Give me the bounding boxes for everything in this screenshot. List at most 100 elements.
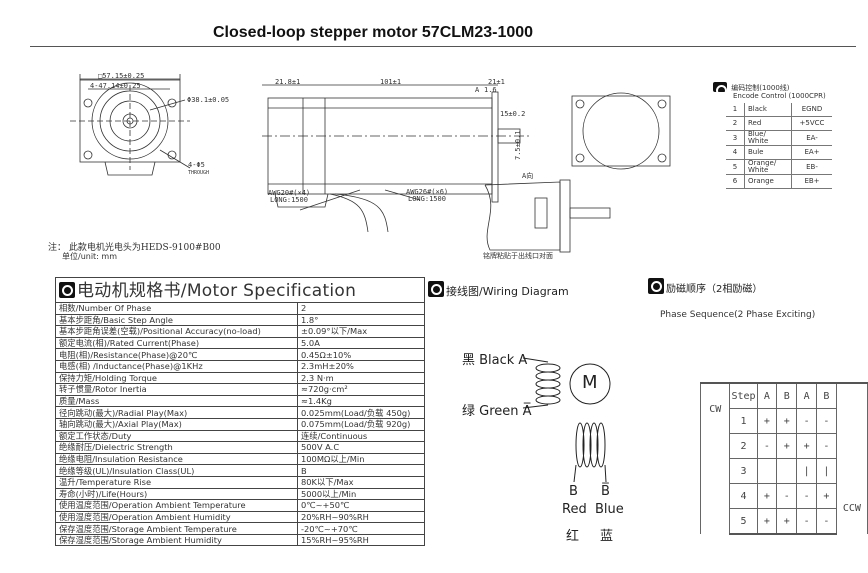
phase-cell: +	[756, 508, 778, 535]
phase-cell: +	[816, 483, 837, 509]
section-icon	[428, 281, 444, 297]
wiring-title: 接线图/Wiring Diagram	[446, 285, 569, 298]
wire-b-bar-label: B̅	[601, 484, 610, 499]
spec-param: 使用湿度范围/Operation Ambient Humidity	[55, 510, 298, 524]
phase-cell: +	[776, 433, 798, 459]
phase-row: 4+--+	[701, 483, 868, 509]
section-icon	[59, 282, 75, 298]
encoder-signal: EA+	[791, 145, 832, 160]
spec-title-cell: 电动机规格书/Motor Specification	[55, 277, 425, 303]
phase-cell: -	[796, 408, 818, 434]
wiring-heading: 接线图/Wiring Diagram	[428, 281, 569, 299]
note-text: 注： 此款电机光电头为HEDS-9100#B00	[48, 243, 221, 253]
phase-cell: +	[796, 433, 818, 459]
wire-b-color: Red	[562, 502, 587, 517]
dim-pilot: Φ38.1±0.05	[187, 96, 229, 104]
spec-row: 保存温度范围/Storage Ambient Temperature-20℃~+…	[55, 522, 425, 535]
dim-view-a: A	[475, 86, 480, 94]
dim-flange-thk: 1.6	[484, 86, 497, 94]
phase-subtitle: Phase Sequence(2 Phase Exciting)	[660, 310, 816, 320]
dim-shaft-len: 21±1	[488, 78, 505, 86]
motor-symbol	[569, 363, 611, 405]
unit-text: 单位/unit: mm	[62, 252, 118, 261]
dim-awg20: AWG20#(×4)	[268, 189, 310, 197]
view-a-label: A向	[522, 171, 533, 180]
dim-awg26: AWG26#(×6)	[406, 188, 448, 196]
phase-header-cell: A	[796, 382, 818, 409]
wire-a-bar-label: 绿 Green A̅	[462, 404, 532, 419]
encoder-signal: EB-	[791, 159, 832, 175]
phase-header-cell: Step	[729, 382, 758, 409]
phase-cell: 5	[729, 508, 758, 535]
phase-cell: -	[756, 433, 778, 459]
end-view	[571, 92, 671, 170]
spec-param: 保存湿度范围/Storage Ambient Humidity	[55, 533, 298, 547]
encoder-title-cn: 编码控制(1000线)	[731, 84, 790, 92]
phase-row: 3 ||	[701, 458, 868, 484]
mechanical-drawing: □57.15±0.25 4-47.14±0.25 Φ38.1±0.05 4-Φ5…	[70, 72, 671, 260]
partial-view-a	[484, 179, 611, 253]
phase-cell: -	[816, 408, 837, 434]
spec-value: -20℃~+70℃	[297, 522, 425, 535]
encoder-signal: +5VCC	[791, 116, 832, 131]
phase-cell: 3	[729, 458, 758, 484]
phase-row: 1++--	[701, 408, 868, 434]
dim-flat: 7.5±0.1	[514, 130, 522, 160]
phase-cell: +	[756, 408, 778, 434]
phase-cell	[756, 458, 778, 484]
phase-cell: +	[776, 508, 798, 535]
phase-row: 5++--	[701, 508, 868, 535]
phase-header-cell: B	[776, 382, 798, 409]
dim-holes: 4-47.14±0.25	[90, 82, 141, 90]
front-view	[70, 74, 191, 176]
phase-cell: -	[776, 483, 798, 509]
dim-key: 15±0.2	[500, 110, 525, 118]
side-view	[262, 84, 530, 233]
phase-header-cell: B	[816, 382, 837, 409]
phase-heading: 励磁顺序（2相励磁）	[648, 278, 762, 295]
spec-row: 径向跳动(最大)/Radial Play(Max)0.025mm(Load/负载…	[55, 406, 425, 419]
phase-cell: |	[796, 458, 818, 484]
spec-value: 15%RH~95%RH	[297, 533, 425, 547]
encoder-wire-color: Bule	[744, 145, 792, 160]
encoder-pin: 6	[726, 174, 745, 189]
encoder-wire-color: Orange/ White	[744, 159, 792, 175]
wire-b-bar-color: Blue	[595, 502, 624, 517]
phase-cell: -	[796, 483, 818, 509]
spec-value: 20%RH~90%RH	[297, 510, 425, 524]
phase-cell: |	[816, 458, 837, 484]
title-divider	[30, 46, 856, 47]
phase-row: 2-++-	[701, 433, 868, 459]
spec-row: 绝缘等级(UL)/Insulation Class(UL)B	[55, 464, 425, 477]
coil-a	[535, 363, 561, 405]
spec-row: 转子惯量/Rotor Inertia≈720g·cm²	[55, 383, 425, 396]
encoder-wire-color: Orange	[744, 174, 792, 189]
phase-cell: 4	[729, 483, 758, 509]
phase-header-cell: A	[756, 382, 778, 409]
wire-b-color-cn: 红	[566, 529, 580, 544]
encoder-signal: EA-	[791, 130, 832, 146]
phase-cell: 2	[729, 433, 758, 459]
section-icon	[713, 82, 727, 96]
encoder-pin: 2	[726, 116, 745, 131]
encoder-pin: 5	[726, 159, 745, 175]
phase-cell: +	[776, 408, 798, 434]
phase-cell: -	[816, 508, 837, 535]
wire-b-bar-color-cn: 蓝	[600, 529, 614, 544]
encoder-wire-color: Red	[744, 116, 792, 131]
encoder-signal: EB+	[791, 174, 832, 189]
dim-hole-dia: 4-Φ5	[188, 161, 205, 169]
phase-cell	[776, 458, 798, 484]
